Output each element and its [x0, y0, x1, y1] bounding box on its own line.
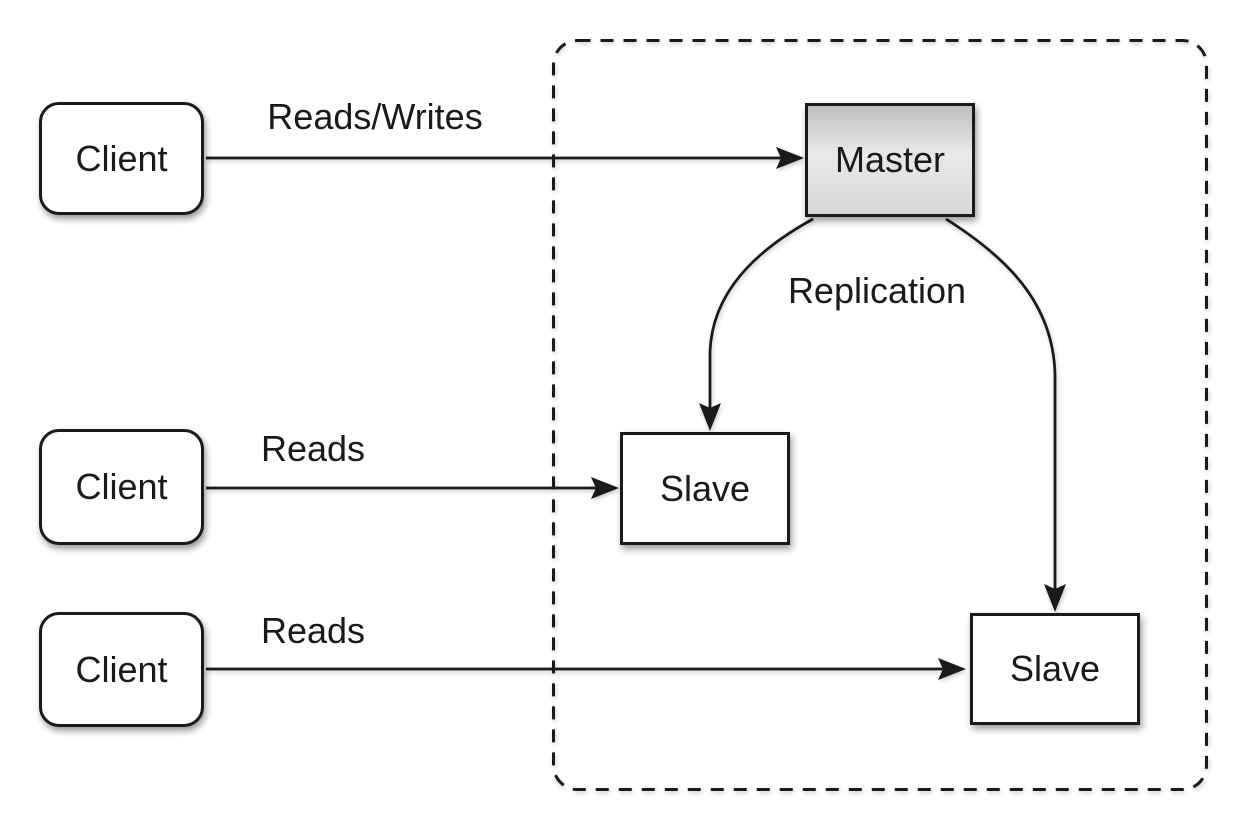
- master-node: Master: [805, 103, 975, 217]
- edge-replication-to-slave-2-arrowhead: [1044, 584, 1066, 612]
- edge-replication-to-slave-2: [945, 217, 1066, 612]
- edge-reads-slave-1: [206, 477, 619, 499]
- edge-reads-slave-2-arrowhead: [938, 658, 966, 680]
- edge-label-reads-1: Reads: [260, 428, 366, 469]
- edge-reads-slave-1-arrowhead: [591, 477, 619, 499]
- replication-boundary-dashed-box: [552, 39, 1208, 791]
- client-node-2-label: Client: [75, 466, 168, 507]
- edge-replication-to-slave-2-curve: [945, 217, 1057, 589]
- edge-label-replication: Replication: [787, 270, 967, 311]
- master-node-label: Master: [834, 139, 946, 180]
- edge-reads-writes: [206, 147, 804, 169]
- edge-reads-slave-2: [206, 658, 966, 680]
- slave-node-2-label: Slave: [1009, 648, 1101, 689]
- edge-replication-to-slave-1-arrowhead: [699, 403, 721, 431]
- client-node-1: Client: [39, 102, 204, 215]
- edge-label-reads-2: Reads: [260, 610, 366, 651]
- client-node-2: Client: [39, 429, 204, 545]
- edge-reads-writes-arrowhead: [776, 147, 804, 169]
- client-node-1-label: Client: [75, 137, 168, 179]
- edge-replication-to-slave-1-curve: [708, 217, 814, 408]
- edge-label-reads-writes: Reads/Writes: [267, 96, 483, 137]
- client-node-3-label: Client: [75, 648, 168, 690]
- slave-node-1-label: Slave: [659, 467, 751, 509]
- client-node-3: Client: [39, 612, 204, 727]
- slave-node-2: Slave: [970, 613, 1140, 725]
- edge-replication-to-slave-1: [699, 217, 814, 431]
- slave-node-1: Slave: [620, 432, 790, 545]
